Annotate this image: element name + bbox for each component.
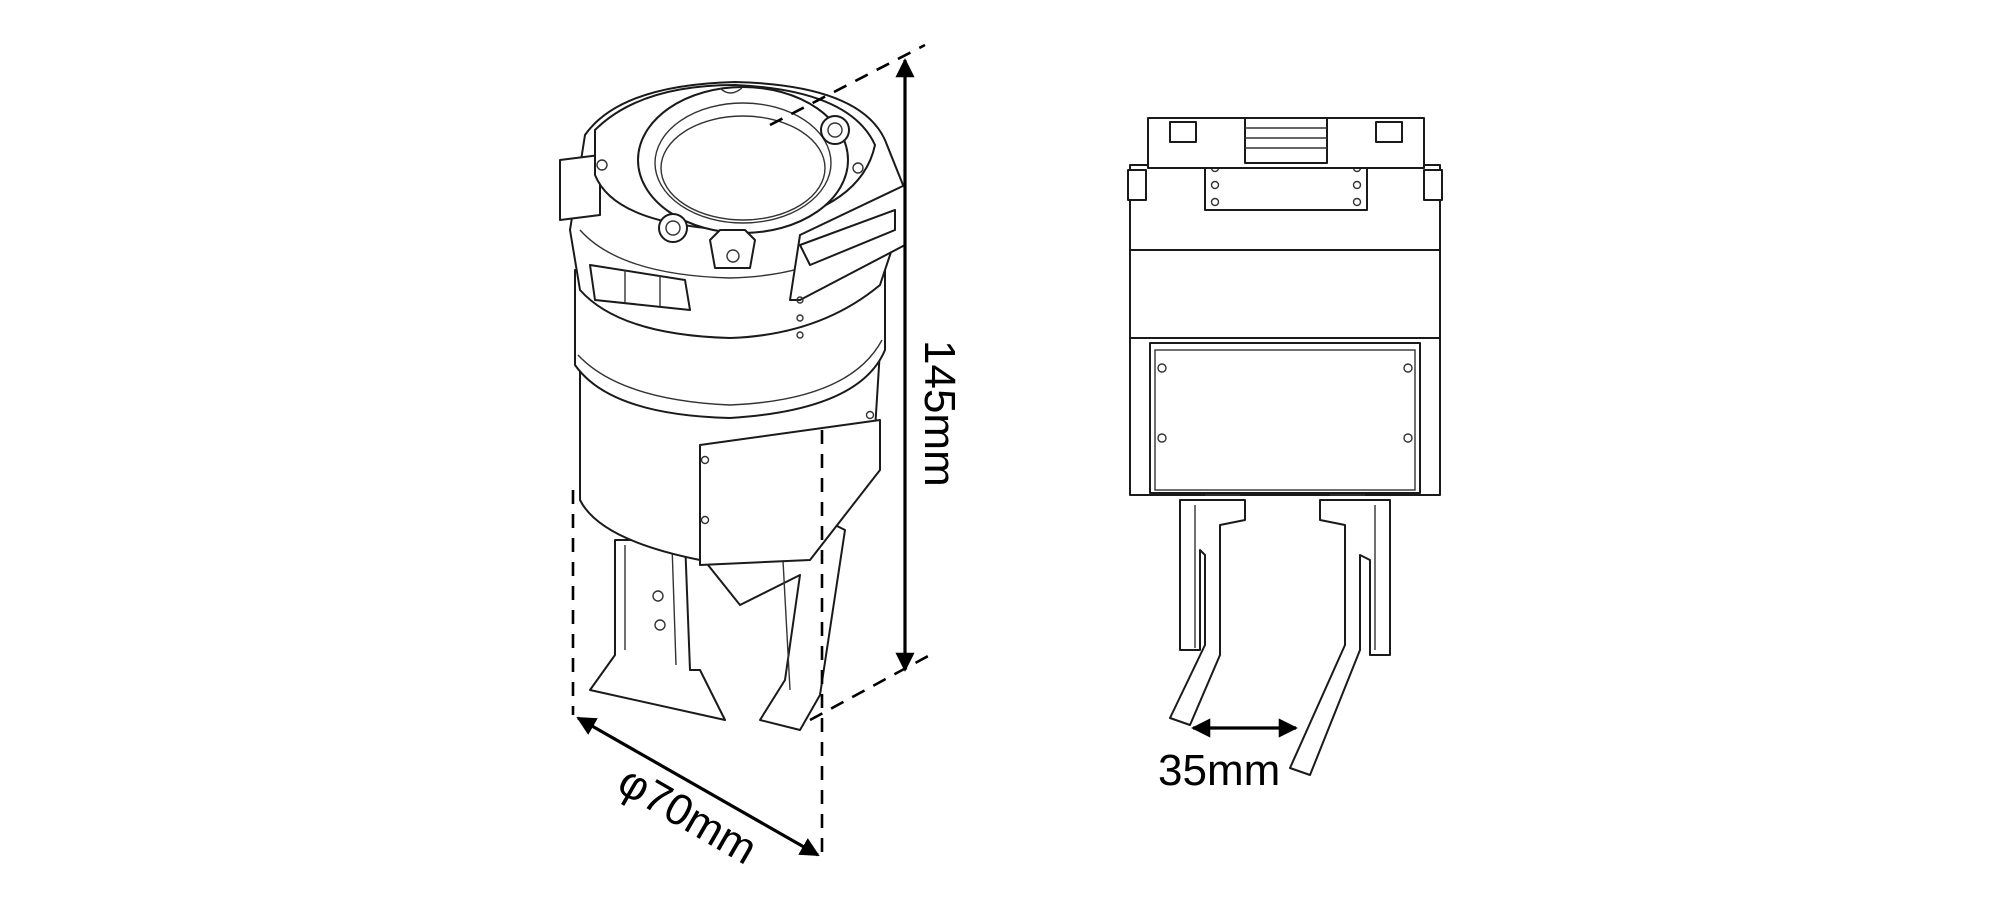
front-lower-housing — [1129, 334, 1441, 496]
iso-finger-left — [589, 539, 726, 721]
isometric-view: 145mm φ70mm — [559, 43, 964, 874]
front-upper-body — [1127, 159, 1443, 251]
height-dimension: 145mm — [769, 43, 964, 722]
front-finger-right — [1289, 499, 1391, 776]
front-view: 35mm — [1127, 117, 1443, 795]
front-top-flange — [1147, 117, 1425, 169]
diameter-label: φ70mm — [610, 756, 765, 874]
height-label: 145mm — [915, 340, 964, 487]
stroke-label: 35mm — [1158, 746, 1280, 795]
front-finger-left — [1169, 499, 1246, 726]
front-middle-body — [1129, 249, 1441, 339]
stroke-dimension: 35mm — [1158, 718, 1298, 795]
iso-top-face — [594, 84, 876, 269]
